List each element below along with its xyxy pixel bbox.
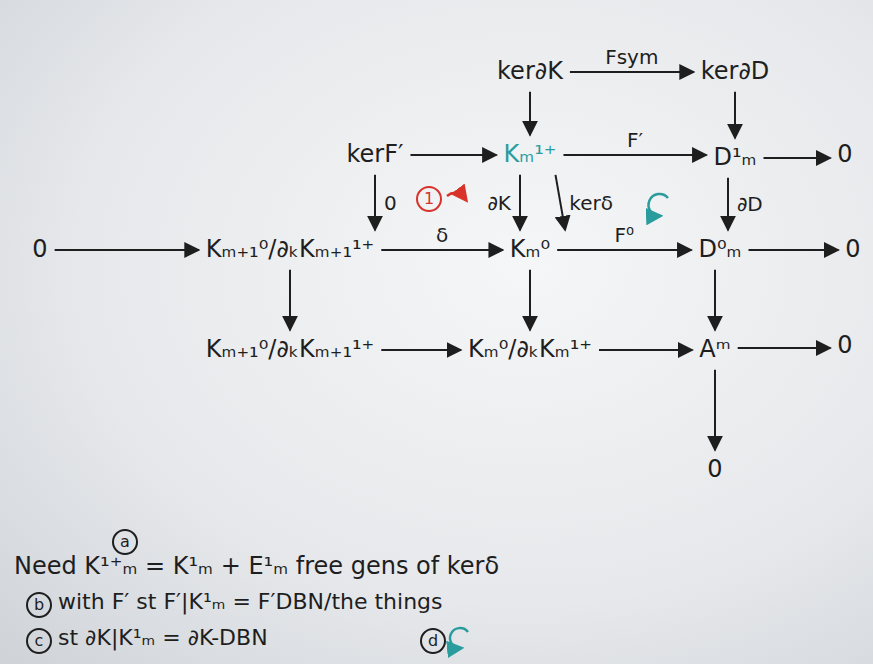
morphism-arrow bbox=[55, 249, 199, 251]
morphism-arrow bbox=[714, 270, 716, 330]
morphism-arrow bbox=[374, 175, 376, 230]
morphism-arrow bbox=[738, 347, 831, 349]
morphism-arrow bbox=[570, 71, 694, 73]
diagram-object: 0 bbox=[704, 454, 725, 486]
diagram-object: Kₘ¹⁺ bbox=[501, 139, 560, 171]
diagram-object: Kₘ⁰/∂ₖKₘ¹⁺ bbox=[465, 334, 595, 366]
morphism-arrow bbox=[410, 154, 496, 156]
object-label: Kₘ₊₁⁰/∂ₖKₘ₊₁¹⁺ bbox=[206, 336, 375, 364]
object-label: ker∂K bbox=[497, 58, 563, 86]
object-label: D¹ₘ bbox=[713, 144, 756, 172]
red-rotation-arrow bbox=[447, 193, 466, 200]
diagram-object: ker∂K bbox=[494, 56, 566, 88]
morphism-arrow bbox=[714, 370, 716, 450]
object-label: ker∂D bbox=[701, 58, 770, 86]
object-label: 0 bbox=[845, 236, 860, 264]
object-label: Kₘ⁰ bbox=[510, 236, 550, 264]
arrow-label: Fsym bbox=[603, 46, 660, 68]
arrow-label: δ bbox=[434, 224, 450, 246]
morphism-arrow bbox=[749, 249, 839, 251]
morphism-arrow bbox=[563, 154, 706, 156]
object-label: D⁰ₘ bbox=[698, 236, 741, 264]
morphism-arrow bbox=[381, 349, 461, 351]
diagram-object: 0 bbox=[842, 234, 863, 266]
arrow-label: ∂D bbox=[735, 193, 765, 215]
circled-marker: b bbox=[26, 592, 52, 618]
morphism-arrow bbox=[529, 270, 531, 330]
morphism-arrow bbox=[727, 178, 729, 230]
diagram-object: Kₘ⁰ bbox=[507, 234, 553, 266]
teal-commute-arrow bbox=[649, 194, 668, 216]
arrow-label: kerδ bbox=[567, 192, 615, 214]
diagram-object: D⁰ₘ bbox=[695, 234, 744, 266]
handwritten-note: st ∂K|K¹ₘ = ∂K-DBN bbox=[58, 625, 268, 650]
morphism-arrow bbox=[555, 175, 565, 230]
arrow-label: 0 bbox=[382, 192, 399, 214]
diagram-object: 0 bbox=[834, 330, 855, 362]
morphism-arrow bbox=[289, 270, 291, 330]
circled-marker: a bbox=[112, 529, 138, 555]
diagram-object: Aᵐ bbox=[696, 334, 733, 366]
arrow-label: ∂K bbox=[486, 192, 513, 214]
object-label: Aᵐ bbox=[699, 336, 730, 364]
morphism-arrow bbox=[557, 249, 691, 251]
object-label: Kₘ₊₁⁰/∂ₖKₘ₊₁¹⁺ bbox=[206, 236, 375, 264]
diagram-object: Kₘ₊₁⁰/∂ₖKₘ₊₁¹⁺ bbox=[203, 234, 378, 266]
object-label: 0 bbox=[32, 236, 47, 264]
diagram-object: kerF′ bbox=[344, 139, 407, 171]
circled-marker: 1 bbox=[416, 186, 442, 212]
object-label: 0 bbox=[707, 456, 722, 484]
arrow-label: F′ bbox=[625, 129, 645, 151]
morphism-arrow bbox=[734, 92, 736, 138]
object-label: Kₘ⁰/∂ₖKₘ¹⁺ bbox=[468, 336, 592, 364]
morphism-arrow bbox=[519, 175, 521, 230]
object-label: 0 bbox=[837, 141, 852, 169]
morphism-arrow bbox=[529, 92, 531, 135]
morphism-arrow bbox=[599, 349, 692, 351]
arrow-label: F⁰ bbox=[613, 224, 637, 246]
morphism-arrow bbox=[764, 157, 831, 159]
circled-marker: c bbox=[26, 628, 52, 654]
handwritten-note: Need K¹⁺ₘ = K¹ₘ + E¹ₘ free gens of kerδ bbox=[14, 553, 499, 581]
morphism-arrow bbox=[381, 249, 503, 251]
object-label: kerF′ bbox=[347, 141, 404, 169]
object-label: 0 bbox=[837, 332, 852, 360]
diagram-object: 0 bbox=[834, 139, 855, 171]
object-label: Kₘ¹⁺ bbox=[504, 141, 557, 169]
handwritten-note: with F′ st F′|K¹ₘ = F′DBN/the things bbox=[58, 589, 443, 614]
diagram-object: ker∂D bbox=[698, 56, 773, 88]
teal-commute-arrow bbox=[450, 628, 468, 648]
circled-marker: d bbox=[420, 628, 446, 654]
diagram-object: D¹ₘ bbox=[710, 142, 759, 174]
diagram-object: 0 bbox=[29, 234, 50, 266]
diagram-object: Kₘ₊₁⁰/∂ₖKₘ₊₁¹⁺ bbox=[203, 334, 378, 366]
